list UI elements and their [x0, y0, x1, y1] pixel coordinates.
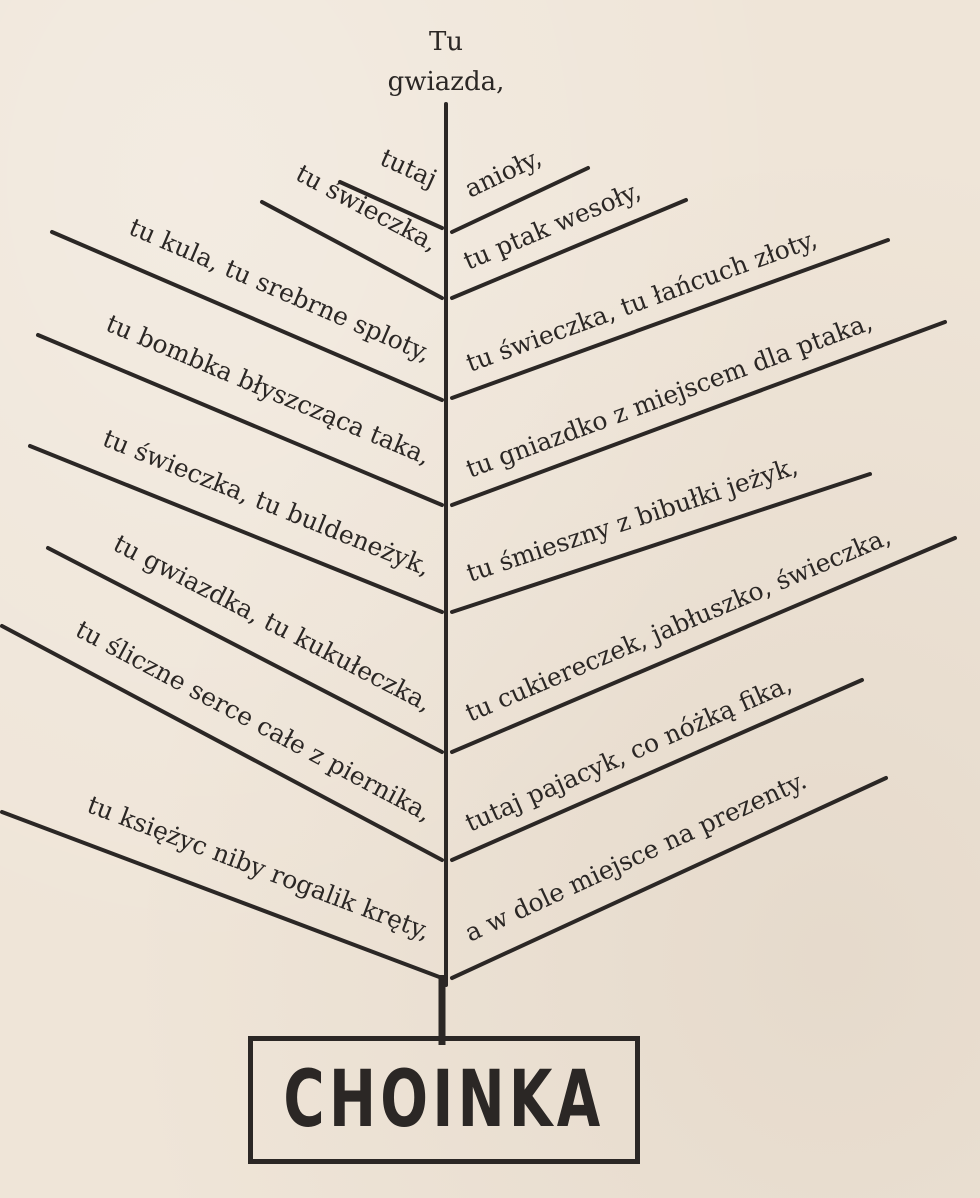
branch-right-4	[450, 320, 947, 507]
poem-title: CHOINKA	[283, 1055, 605, 1145]
branch-left-4	[36, 333, 444, 507]
branch-left-5	[28, 444, 444, 614]
branch-right-1	[450, 166, 590, 234]
branch-left-7	[0, 624, 444, 862]
branch-left-6	[46, 546, 444, 754]
branch-right-7	[450, 678, 864, 862]
verse-top-1: Tu	[429, 27, 463, 57]
branch-left-1	[338, 180, 444, 230]
branch-right-6	[450, 536, 957, 754]
verse-left-8: tu księżyc niby rogalik kręty,	[83, 790, 434, 946]
verse-left-1: tutaj	[376, 143, 442, 194]
title-box: CHOINKA	[248, 1036, 640, 1164]
branch-right-8	[450, 776, 888, 980]
branch-right-2	[450, 198, 688, 300]
branch-right-3	[450, 238, 890, 400]
branch-right-5	[450, 472, 872, 614]
verse-top-2: gwiazda,	[388, 67, 505, 97]
verse-right-5: tu śmieszny z bibułki jeżyk,	[463, 451, 802, 587]
branch-left-8	[0, 810, 444, 980]
branch-left-2	[260, 200, 444, 300]
branch-left-3	[50, 230, 444, 402]
